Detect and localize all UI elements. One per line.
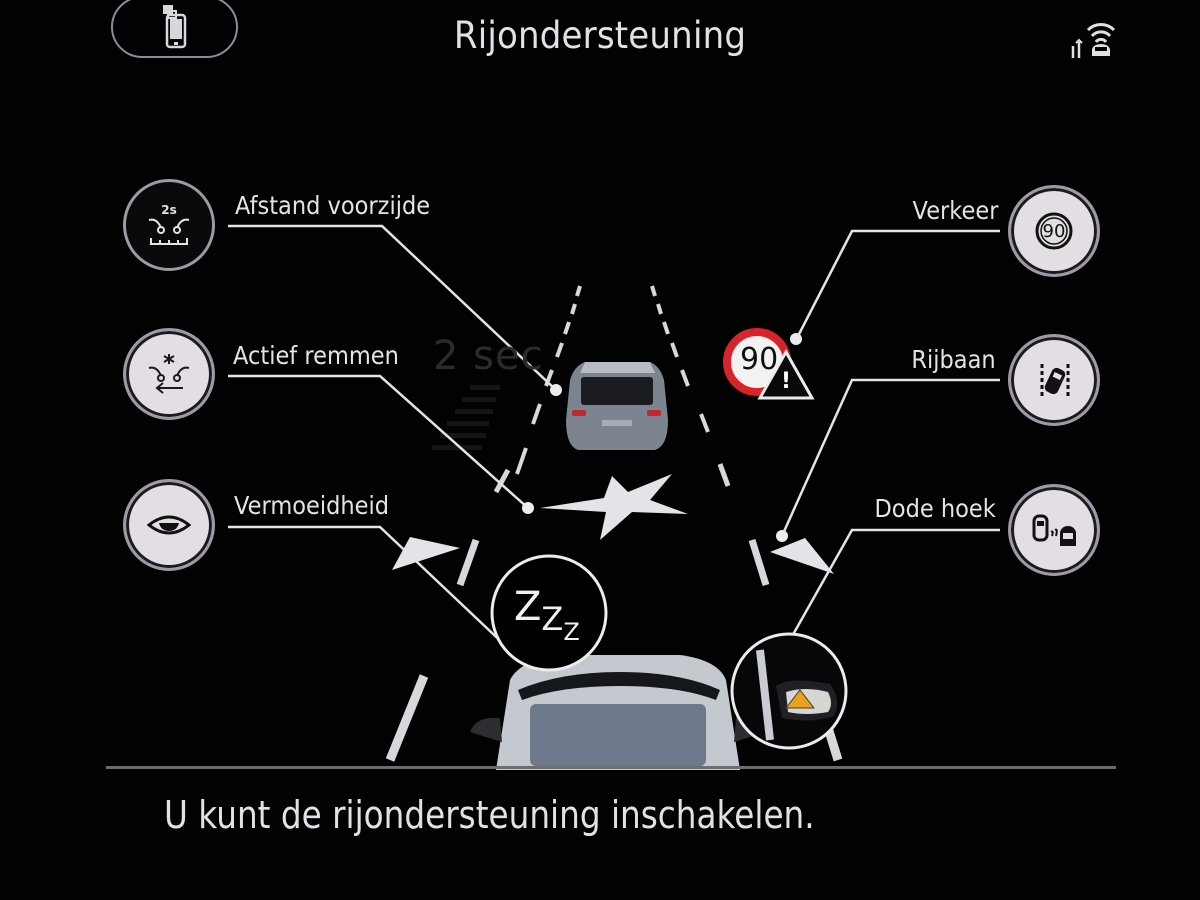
label-vermoeidheid: Vermoeidheid bbox=[234, 491, 390, 520]
drowsy-eye-icon bbox=[147, 515, 191, 535]
blind-spot-mirror-bubble bbox=[730, 632, 848, 750]
page-title: Rijondersteuning bbox=[453, 14, 747, 57]
label-dode-hoek: Dode hoek bbox=[874, 494, 996, 523]
traffic-sign-icon bbox=[1035, 212, 1073, 250]
fatigue-detection-button[interactable] bbox=[123, 479, 215, 571]
road-scene bbox=[228, 224, 1000, 770]
lead-vehicle bbox=[566, 362, 668, 450]
label-rijbaan: Rijbaan bbox=[911, 345, 996, 374]
lane-keep-button[interactable] bbox=[1008, 334, 1100, 426]
lane-keep-icon bbox=[1040, 364, 1070, 396]
footer-divider bbox=[106, 766, 1116, 769]
following-distance-icon: 2s bbox=[148, 203, 190, 245]
blind-spot-icon bbox=[1032, 514, 1076, 546]
distance-gap-bars bbox=[432, 385, 500, 450]
impact-star bbox=[540, 474, 688, 540]
following-distance-button[interactable]: 2s bbox=[123, 179, 215, 271]
speed-limit-value: 90 bbox=[740, 342, 779, 377]
speed-limit-sign bbox=[723, 328, 815, 400]
svg-text:2s: 2s bbox=[161, 203, 177, 217]
status-message: U kunt de rijondersteuning inschakelen. bbox=[164, 793, 815, 837]
label-verkeer: Verkeer bbox=[912, 196, 998, 225]
fatigue-zzz: ZZZ bbox=[514, 584, 580, 646]
phone-mirror-icon bbox=[162, 5, 186, 49]
active-braking-icon bbox=[148, 354, 190, 394]
distance-overlay-text: 2 sec bbox=[433, 333, 544, 379]
phone-projection-button[interactable] bbox=[111, 0, 238, 58]
lane-vibration-arrow bbox=[770, 538, 834, 574]
warning-mark: ! bbox=[781, 369, 792, 394]
leader-lines bbox=[228, 224, 1000, 651]
blind-spot-button[interactable] bbox=[1008, 484, 1100, 576]
connected-car-icon bbox=[1071, 23, 1116, 58]
label-actief-remmen: Actief remmen bbox=[233, 341, 399, 370]
label-afstand-voorzijde: Afstand voorzijde bbox=[235, 191, 431, 220]
ego-vehicle bbox=[470, 655, 766, 770]
lane-marking-left bbox=[385, 285, 582, 762]
fatigue-bubble bbox=[490, 554, 608, 672]
active-braking-button[interactable] bbox=[123, 328, 215, 420]
driver-assist-diagram: 2 sec 90 ! ZZZ 2s Afstand voorzijde bbox=[123, 179, 1100, 770]
traffic-sign-badge: 90 bbox=[1042, 220, 1066, 242]
traffic-sign-button[interactable]: 90 bbox=[1008, 185, 1100, 277]
fatigue-vibration-arrow bbox=[392, 537, 460, 570]
